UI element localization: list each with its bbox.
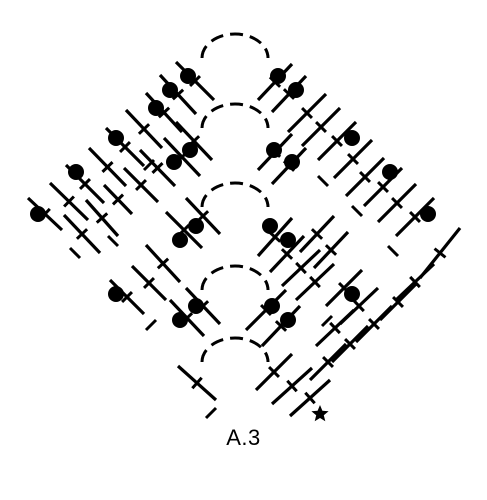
stitch-bead (188, 218, 204, 234)
stitch-crossbar (171, 88, 185, 101)
stitch-marks (26, 60, 462, 420)
chain-arc (200, 336, 270, 363)
stitch-crossbar (391, 295, 405, 309)
stitch-bead (162, 82, 178, 98)
stitch-bead (182, 142, 198, 158)
stitch-bead (270, 68, 286, 84)
stitch-bead (30, 206, 46, 222)
stitch-bead (266, 142, 282, 158)
stitch-crossbar (329, 321, 341, 335)
chain-dash (316, 174, 330, 188)
stitch-crossbar (137, 123, 151, 135)
stitch-crossbar (191, 376, 203, 390)
stitch-crossbar (433, 247, 447, 259)
stitch-crossbar (274, 320, 288, 332)
stitch-crossbar (156, 257, 170, 270)
stitch-bead (172, 232, 188, 248)
stitch-bead (344, 286, 360, 302)
stitch-crossbar (95, 212, 109, 224)
stitch-bead (288, 82, 304, 98)
stitch-crossbar (111, 193, 125, 206)
stitch-bead (108, 286, 124, 302)
stitch-crossbar (280, 248, 294, 260)
stitch-bead (68, 164, 84, 180)
chain-arc (200, 102, 270, 129)
stitch-crossbar (134, 178, 148, 192)
stitch-bead (264, 298, 280, 314)
stitch-crossbar (321, 355, 335, 369)
stitch-bead (280, 232, 296, 248)
star-icon (311, 405, 329, 422)
stitch-crossbar (330, 134, 344, 148)
stitch-crossbar (118, 140, 132, 154)
stitch-crossbar (286, 379, 298, 393)
chain-dash (144, 318, 158, 332)
stitch-crossbar (300, 106, 314, 120)
stitch-crossbar (409, 275, 421, 289)
start-marker (311, 405, 329, 422)
chain-arc (200, 181, 270, 208)
stitch-crossbar (267, 365, 281, 379)
stitch-crossbar (367, 317, 381, 331)
stitch-crossbar (295, 261, 307, 275)
stitch-crossbar (157, 106, 171, 119)
stitch-crossbar (324, 244, 338, 256)
stitch-crossbar (310, 228, 324, 240)
chain-arc (200, 264, 270, 291)
chain-arc (200, 32, 270, 59)
stitch-crossbar (353, 299, 365, 313)
stitch-crossbar (142, 276, 156, 290)
stitch-crossbar (78, 177, 92, 191)
stitch-bead (284, 154, 300, 170)
stitch-bead (148, 100, 164, 116)
stitch-crossbar (188, 74, 202, 88)
stitch-crossbar (376, 180, 390, 194)
stitch-crossbar (75, 228, 89, 240)
chain-dash (320, 314, 334, 328)
stitch-bead (188, 298, 204, 314)
stitch-bead (166, 154, 182, 170)
stitch-bead (172, 312, 188, 328)
stitch-crossbar (314, 120, 328, 134)
chain-arcs (200, 32, 270, 363)
chain-dash (204, 406, 218, 420)
chain-dash (386, 244, 400, 258)
stitch-crossbar (268, 231, 282, 243)
stitch-bead (108, 130, 124, 146)
chain-dash (142, 158, 156, 172)
stitch-crossbar (101, 161, 114, 173)
stitch-crossbar (343, 337, 357, 351)
stitch-bead (262, 218, 278, 234)
stitch-crossbar (390, 196, 404, 210)
stitch-bead (180, 68, 196, 84)
stitch-beads (30, 68, 436, 328)
stitch-crossbar (63, 195, 75, 208)
stitch-crossbar (358, 170, 372, 184)
stitch-crossbar (120, 290, 134, 304)
stitch-crossbar (304, 391, 316, 405)
stitch-crossbar (309, 275, 321, 289)
stitch-crossbar (151, 162, 164, 174)
diagram-caption: A.3 (226, 425, 261, 450)
stitch-bead (382, 164, 398, 180)
chain-dash (106, 234, 120, 248)
stitch-crossbar (282, 88, 296, 100)
stitch-crossbar (346, 152, 360, 166)
stitch-bead (420, 206, 436, 222)
stitch-bead (280, 312, 296, 328)
chain-dash (350, 204, 364, 218)
stitch-crossbar (408, 210, 422, 224)
chain-dash (68, 246, 82, 260)
stitch-bead (344, 130, 360, 146)
